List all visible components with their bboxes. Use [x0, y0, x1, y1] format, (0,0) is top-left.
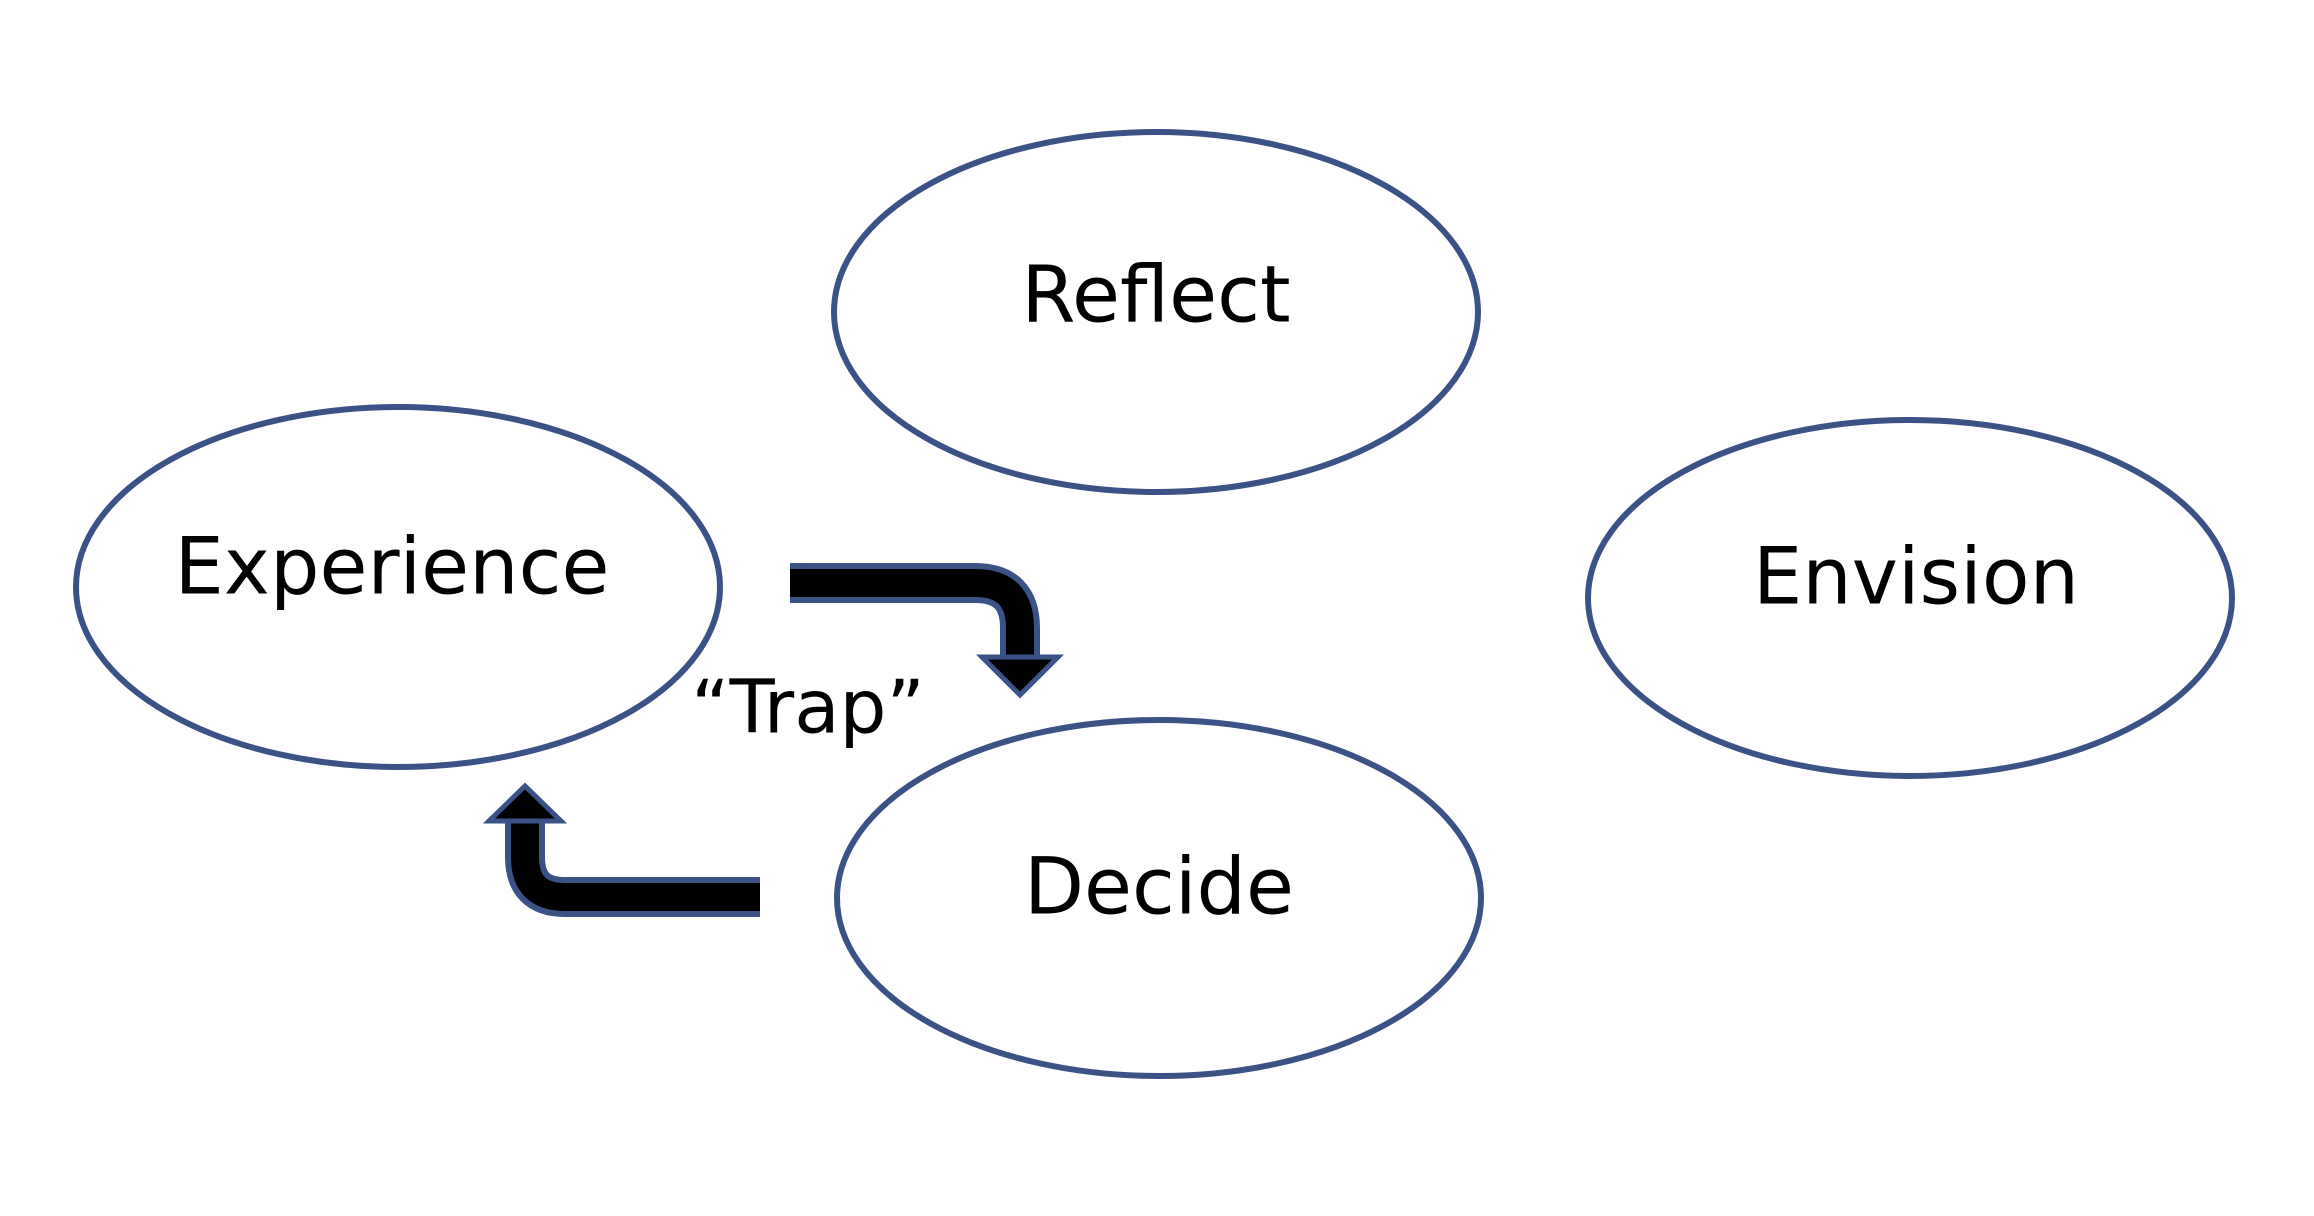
node-envision: Envision — [1585, 417, 2235, 779]
node-experience-ellipse — [73, 404, 723, 770]
arrow-decide-to-experience-head — [482, 782, 568, 824]
arrow-experience-to-decide-head — [975, 654, 1065, 699]
node-decide-ellipse — [834, 717, 1484, 1079]
node-envision-label: Envision — [1753, 532, 2079, 622]
node-experience: Experience — [73, 404, 723, 770]
arrow-experience-to-decide-body — [790, 569, 1034, 664]
node-decide-label: Decide — [1024, 842, 1294, 932]
arrow-decide-to-experience — [482, 782, 760, 917]
node-experience-label: Experience — [175, 522, 610, 612]
trap-label: “Trap” — [691, 665, 925, 751]
node-reflect-ellipse — [831, 129, 1481, 495]
arrow-experience-to-decide — [790, 563, 1065, 699]
node-reflect-label: Reflect — [1021, 250, 1290, 340]
node-envision-ellipse — [1585, 417, 2235, 779]
arrow-decide-to-experience-body — [511, 818, 760, 911]
node-reflect: Reflect — [831, 129, 1481, 495]
node-decide: Decide — [834, 717, 1484, 1079]
